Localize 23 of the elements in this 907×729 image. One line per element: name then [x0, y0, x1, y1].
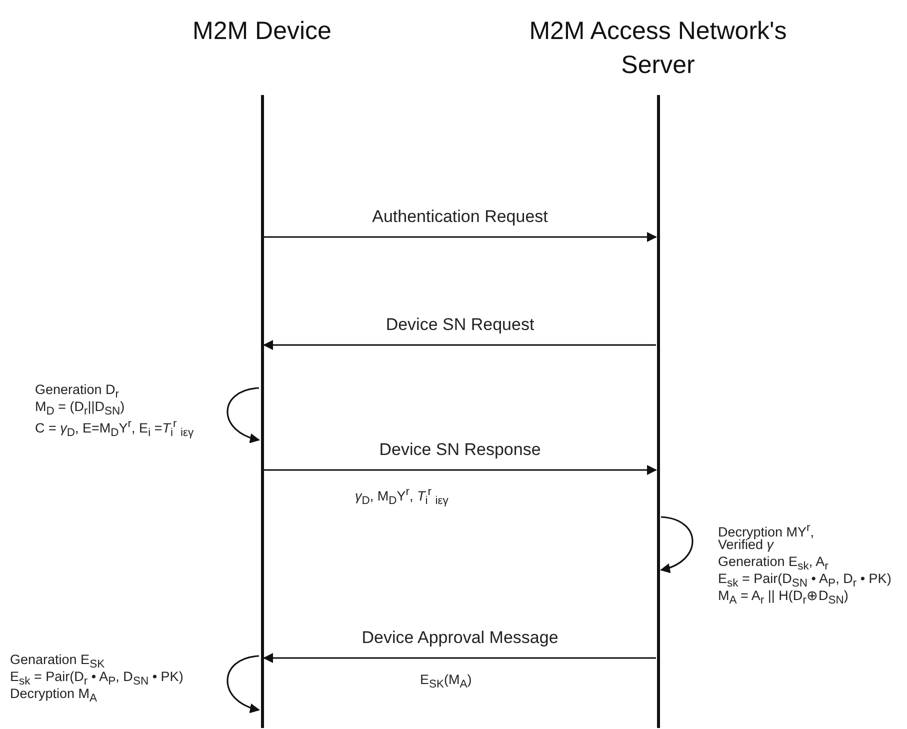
note-text: E$_{sk}$ = Pair(D$_{r}$ • A$_{P}$, D$_{SN}$ • PK) [10, 669, 184, 688]
message-label: Device SN Response [379, 440, 541, 460]
message-arrow [264, 465, 657, 475]
message-label: Device SN Request [386, 315, 534, 335]
message-arrow [263, 340, 656, 350]
self-loop-arrow [660, 516, 694, 572]
message-parameters: E$_{SK}$(M$_{A}$) [420, 672, 472, 693]
note-text: Genaration E$_{SK}$ [10, 652, 105, 671]
self-loop-arrow [226, 655, 260, 712]
note-text: Generation D$_{r}$ [35, 382, 120, 401]
message-arrow [263, 653, 656, 663]
self-loop-arrow [226, 387, 260, 442]
participant-label: M2M Access Network's Server [528, 16, 788, 81]
note-text: Generation E$_{sk}$, A$_{r}$ [718, 554, 828, 573]
note-text: Decryption MY$^{r}$, [718, 521, 814, 540]
note-text: Decryption M$_{A}$ [10, 686, 98, 707]
participant-label: M2M Device [192, 16, 332, 47]
note-text: M$_{D}$ = (D$_{r}$||D$_{SN}$) [35, 399, 125, 420]
note-text: M$_{A}$ = A$_{r}$ || H(D$_{r}$⊕D$_{SN}$) [718, 588, 848, 609]
message-label: Device Approval Message [362, 628, 558, 648]
message-arrow [264, 232, 657, 242]
note-text: E$_{sk}$ = Pair(D$_{SN}$ • A$_{P}$, D$_{r}$ • PK) [718, 571, 892, 590]
message-label: Authentication Request [372, 207, 548, 227]
